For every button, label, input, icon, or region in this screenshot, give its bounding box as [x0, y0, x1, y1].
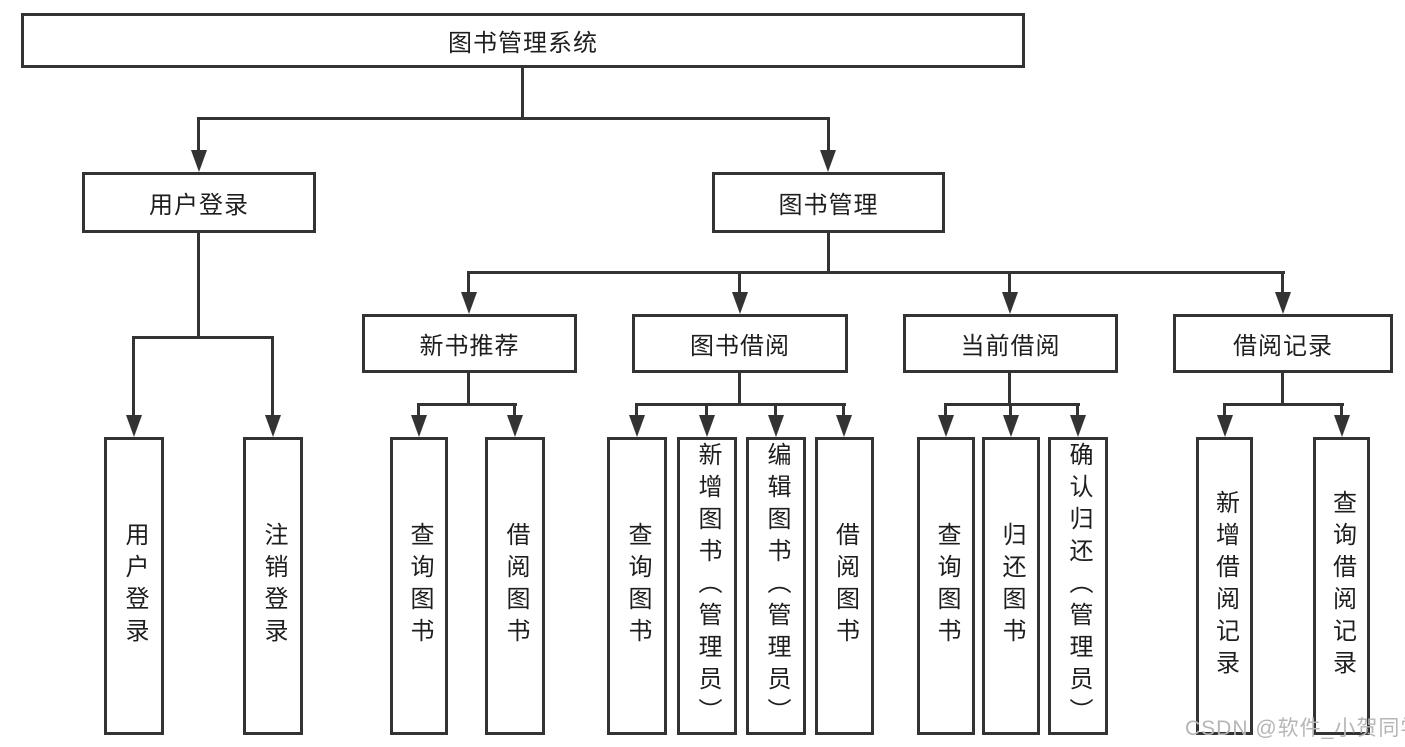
- node-user-login: 用户登录: [82, 172, 316, 233]
- leaf-add-borrow-record: 新增借阅记录: [1196, 437, 1253, 735]
- leaf-logout: 注销登录: [243, 437, 303, 735]
- arrow-down-icon: [1275, 292, 1291, 314]
- connector-line: [467, 373, 470, 405]
- arrow-down-icon: [1002, 292, 1018, 314]
- connector-line: [635, 403, 638, 417]
- connector-line: [1009, 403, 1012, 417]
- connector-line: [827, 232, 830, 274]
- node-current-borrowing: 当前借阅: [903, 314, 1118, 373]
- node-borrowing-records: 借阅记录: [1173, 314, 1393, 373]
- leaf-return-book: 归还图书: [982, 437, 1040, 735]
- arrow-down-icon: [836, 415, 852, 437]
- connector-line: [842, 403, 845, 417]
- connector-line: [199, 117, 829, 120]
- arrow-down-icon: [461, 292, 477, 314]
- connector-line: [197, 232, 200, 338]
- arrow-down-icon: [768, 415, 784, 437]
- connector-line: [1223, 403, 1344, 406]
- connector-line: [774, 403, 777, 417]
- arrow-down-icon: [191, 150, 207, 172]
- arrow-down-icon: [699, 415, 715, 437]
- arrow-down-icon: [938, 415, 954, 437]
- connector-line: [467, 271, 1285, 274]
- connector-line: [417, 403, 517, 406]
- node-library-system: 图书管理系统: [21, 13, 1025, 68]
- connector-line: [1340, 403, 1343, 417]
- connector-line: [467, 271, 470, 295]
- leaf-query-books-recommend: 查询图书: [390, 437, 448, 735]
- connector-line: [738, 373, 741, 405]
- arrow-down-icon: [265, 415, 281, 437]
- arrow-down-icon: [1334, 415, 1350, 437]
- arrow-down-icon: [629, 415, 645, 437]
- connector-line: [944, 403, 947, 417]
- leaf-edit-book-admin: 编辑图书（管理员）: [746, 437, 806, 735]
- connector-line: [197, 117, 200, 153]
- leaf-query-borrow-record: 查询借阅记录: [1313, 437, 1370, 735]
- connector-line: [1008, 373, 1011, 405]
- leaf-query-books-borrowing: 查询图书: [607, 437, 667, 735]
- connector-line: [521, 68, 524, 118]
- leaf-borrow-books-borrowing: 借阅图书: [815, 437, 874, 735]
- connector-line: [1008, 271, 1011, 295]
- connector-line: [635, 403, 846, 406]
- connector-line: [738, 271, 741, 295]
- leaf-user-login: 用户登录: [104, 437, 164, 735]
- leaf-confirm-return-admin: 确认归还（管理员）: [1048, 437, 1108, 735]
- connector-line: [705, 403, 708, 417]
- arrow-down-icon: [126, 415, 142, 437]
- arrow-down-icon: [507, 415, 523, 437]
- arrow-down-icon: [1217, 415, 1233, 437]
- watermark: CSDN @软件_小贺同学: [1185, 717, 1405, 740]
- arrow-down-icon: [1003, 415, 1019, 437]
- arrow-down-icon: [1070, 415, 1086, 437]
- node-book-borrowing: 图书借阅: [632, 314, 848, 373]
- arrow-down-icon: [411, 415, 427, 437]
- leaf-borrow-books-recommend: 借阅图书: [485, 437, 545, 735]
- connector-line: [513, 403, 516, 417]
- connector-line: [132, 336, 135, 418]
- arrow-down-icon: [732, 292, 748, 314]
- connector-line: [132, 336, 274, 339]
- leaf-add-book-admin: 新增图书（管理员）: [677, 437, 737, 735]
- leaf-query-books-current: 查询图书: [917, 437, 975, 735]
- connector-line: [1223, 403, 1226, 417]
- connector-line: [1076, 403, 1079, 417]
- connector-line: [827, 117, 830, 153]
- node-book-management: 图书管理: [712, 172, 945, 233]
- connector-line: [417, 403, 420, 417]
- connector-line: [1281, 271, 1284, 295]
- arrow-down-icon: [820, 150, 836, 172]
- node-new-book-recommend: 新书推荐: [362, 314, 577, 373]
- connector-line: [1281, 373, 1284, 405]
- connector-line: [944, 403, 1080, 406]
- connector-line: [271, 336, 274, 418]
